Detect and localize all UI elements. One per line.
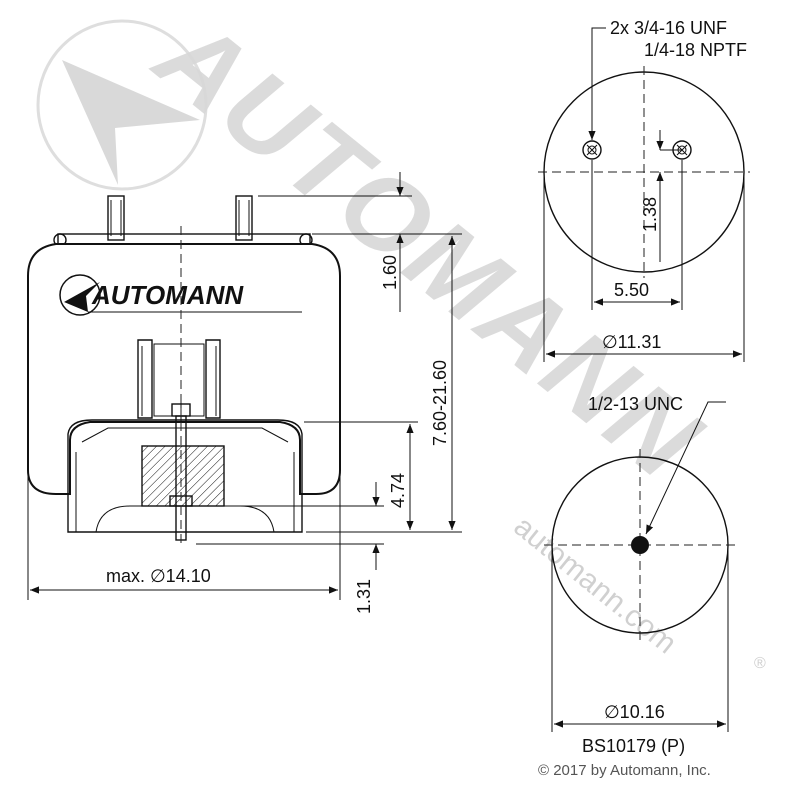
dim-offset: 1.38 [640, 197, 660, 232]
dim-spacing: 5.50 [614, 280, 649, 300]
top-view: 2x 3/4-16 UNF 1/4-18 NPTF 1.38 5.50 ∅11.… [538, 18, 750, 362]
watermark-logo-icon [36, 19, 208, 191]
bead-plate [57, 233, 311, 245]
side-view: AUTOMANN [27, 195, 341, 548]
dim-height-top: 1.60 [380, 255, 400, 290]
port-left-icon [582, 140, 602, 160]
dim-piston: 4.74 [388, 473, 408, 508]
top-callout-line2: 1/4-18 NPTF [644, 40, 747, 60]
top-callout-line1: 2x 3/4-16 UNF [610, 18, 727, 38]
watermark-url-text: automann.com [508, 510, 683, 661]
dim-height-range: 7.60-21.60 [430, 360, 450, 446]
center-thread-icon [631, 536, 649, 554]
watermark-registered-mark: ® [754, 655, 766, 672]
side-view-dimensions: 1.60 7.60-21.60 4.74 1.31 max. ∅14.10 [27, 172, 462, 614]
bottom-callout: 1/2-13 UNC [588, 394, 683, 414]
logo-text: AUTOMANN [91, 280, 244, 310]
inner-post [137, 339, 153, 419]
dim-max-diameter: max. ∅14.10 [106, 566, 211, 586]
dim-bottom: 1.31 [354, 579, 374, 614]
piston [67, 419, 303, 533]
dim-top-diameter: ∅11.31 [602, 332, 661, 352]
bumper [141, 445, 225, 507]
dim-bottom-diameter: ∅10.16 [604, 702, 665, 722]
brand-logo: AUTOMANN [59, 274, 302, 316]
copyright-text: © 2017 by Automann, Inc. [538, 762, 711, 779]
logo-arrow-icon [64, 282, 100, 312]
top-studs [107, 195, 253, 241]
watermark-arrow-icon [62, 60, 200, 185]
bottom-view: 1/2-13 UNC ∅10.16 BS10179 (P) [544, 394, 736, 756]
part-number: BS10179 (P) [582, 736, 685, 756]
